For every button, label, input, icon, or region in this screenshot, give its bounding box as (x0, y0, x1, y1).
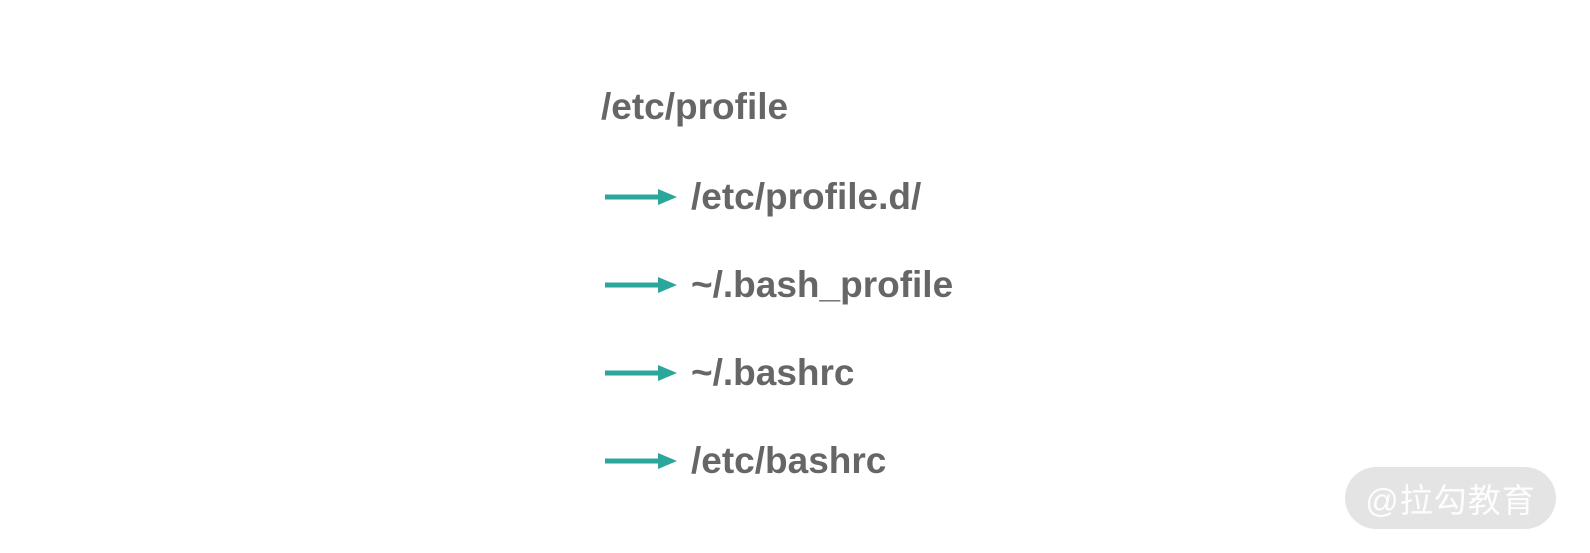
watermark-badge: @拉勾教育 (1345, 467, 1556, 529)
right-arrow-icon (605, 277, 677, 293)
arrow-head (658, 277, 677, 293)
file-path-label: /etc/profile.d/ (691, 176, 922, 217)
file-path-label: /etc/bashrc (691, 440, 887, 481)
right-arrow-icon (605, 189, 677, 205)
file-path-label: ~/.bash_profile (691, 264, 954, 305)
arrow-head (658, 189, 677, 205)
right-arrow-icon (605, 453, 677, 469)
arrow-head (658, 365, 677, 381)
right-arrow-icon (605, 365, 677, 381)
root-file-label: /etc/profile (601, 86, 789, 127)
flow-row: ~/.bash_profile (605, 264, 953, 306)
flow-row: /etc/bashrc (605, 440, 886, 482)
watermark-text: @拉勾教育 (1365, 482, 1536, 519)
file-path-label: ~/.bashrc (691, 352, 855, 393)
arrow-head (658, 453, 677, 469)
flow-row: ~/.bashrc (605, 352, 855, 394)
flow-row: /etc/profile.d/ (605, 176, 921, 218)
